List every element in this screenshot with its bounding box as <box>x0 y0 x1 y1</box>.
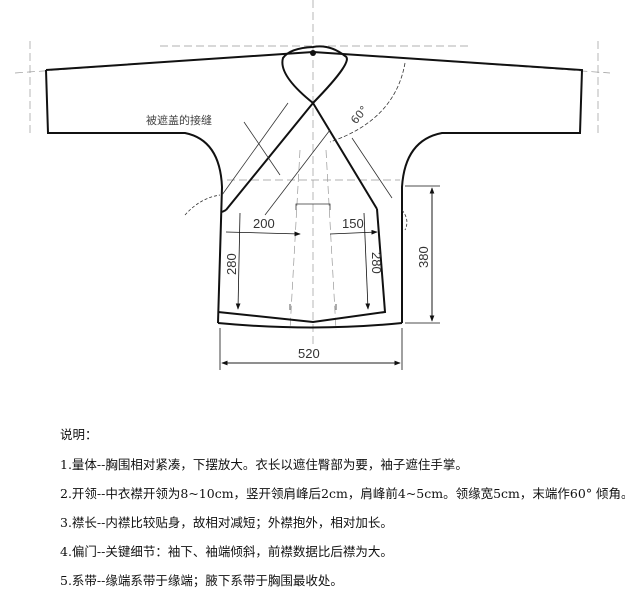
right-sleeve-body <box>45 50 584 323</box>
outer-hem <box>217 322 403 329</box>
note-item: 4.偏门--关键细节：袖下、袖端倾斜，前襟数据比后襟为大。 <box>60 544 393 559</box>
inner-hem <box>217 208 387 324</box>
seam-label: 被遮盖的接缝 <box>146 113 212 127</box>
shoulder-point-marker <box>310 50 316 56</box>
dim-right-inner-label: 150 <box>342 216 364 231</box>
dim-right-length-label: 280 <box>369 252 384 274</box>
dimension-lines <box>219 185 440 370</box>
dim-height-label: 380 <box>416 246 431 268</box>
note-item: 2.开领--中衣襟开领为8~10cm，竖开领肩峰后2cm，肩峰前4~5cm。领缘… <box>60 486 625 501</box>
note-item: 3.襟长--内襟比较贴身，故相对减短；外襟抱外，相对加长。 <box>60 515 393 530</box>
note-item: 5.系带--缘端系带于缘端；腋下系带于胸围最收处。 <box>60 573 343 588</box>
garment-outline <box>45 45 584 329</box>
dim-left-length-label: 280 <box>224 253 239 275</box>
notes-title: 说明： <box>60 427 98 442</box>
angle-arc <box>329 62 406 143</box>
note-item: 1.量体--胸围相对紧凑，下摆放大。衣长以遮住臀部为要，袖子遮住手掌。 <box>60 457 468 472</box>
garment-pattern-diagram: 被遮盖的接缝 60° 520 380 200 150 280 280 <box>14 0 611 370</box>
dim-width-label: 520 <box>298 346 320 361</box>
neck-loop-crossing <box>225 45 378 211</box>
left-sleeve-body <box>45 69 224 324</box>
dim-left-inner-label: 200 <box>253 216 275 231</box>
